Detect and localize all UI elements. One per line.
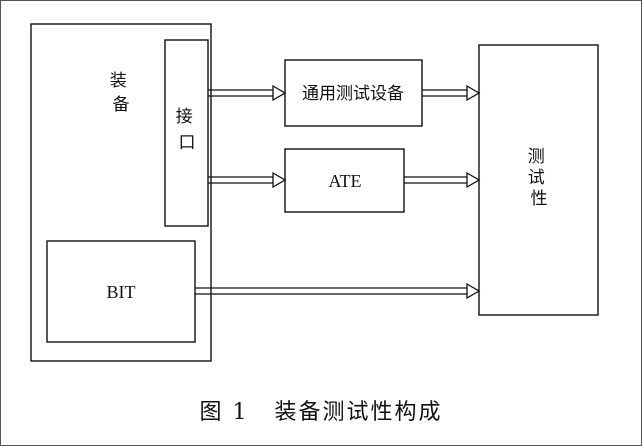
arrow-ate-to-testability [404,171,481,189]
arrow-interface-to-ate [208,171,287,189]
test-composition-diagram: 装 备 接 口 BIT 通用测试设备 ATE 测 试 性 [30,23,599,362]
arrow-head [272,171,287,189]
bit-box [46,240,196,343]
arrow-head [466,171,481,189]
caption-title: 装备测试性构成 [274,400,443,425]
general-test-equipment-label: 通用测试设备 [302,84,404,104]
arrow-interface-to-general-test-equipment [208,84,287,102]
arrow-general-test-equipment-to-testability [422,84,481,102]
interface-label-char-2: 口 [179,133,196,153]
testability-label-char-1: 测 [528,147,545,167]
equipment-label: 装 备 [110,71,132,115]
testability-box [478,44,599,316]
arrow-head [272,84,287,102]
ate-box [284,148,405,213]
arrow-head [466,84,481,102]
figure-caption: 图 1 装备测试性构成 [0,394,642,426]
interface-box [164,39,209,227]
arrow-bit-to-testability [195,282,481,300]
caption-number: 图 1 [199,400,249,425]
arrow-head [466,282,481,300]
arrow-group [195,84,481,300]
general-test-equipment-box [284,59,423,127]
testability-label-char-2: 试 [528,168,545,188]
equipment-label-char-2: 备 [113,95,130,115]
interface-label: 接 口 [176,107,198,153]
interface-label-char-1: 接 [176,107,193,127]
bit-label: BIT [107,282,136,302]
testability-label: 测 试 性 [528,147,550,209]
testability-label-char-3: 性 [531,189,548,209]
equipment-label-char-1: 装 [110,71,127,91]
ate-label: ATE [329,171,362,191]
